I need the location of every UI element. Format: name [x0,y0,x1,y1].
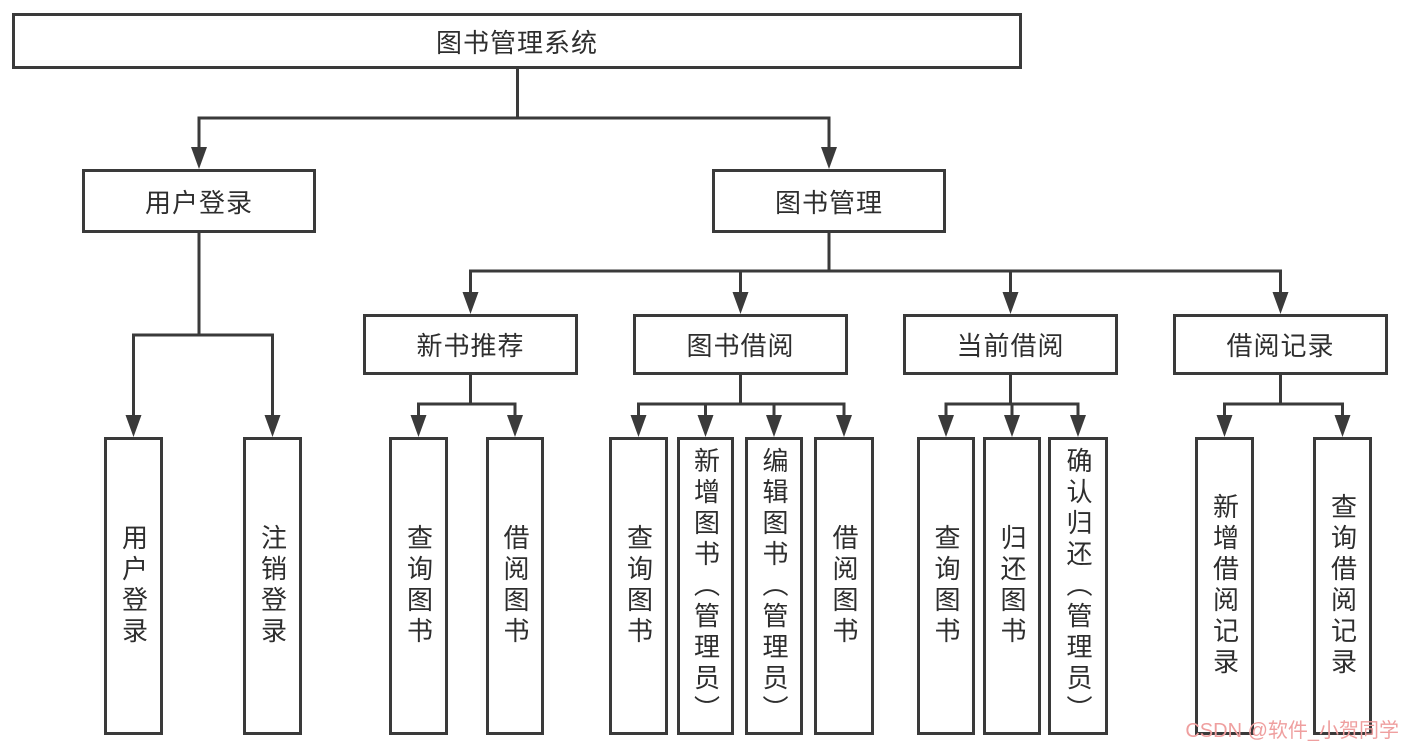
node-new-book-recommend: 新书推荐 [363,314,578,375]
leaf-borrow-books: 借阅图书 [814,437,874,735]
node-label: 确认归还（管理员） [1063,446,1093,726]
watermark: CSDN @软件_小贺同学 [1185,720,1399,742]
leaf-query-books-recommend: 查询图书 [389,437,448,735]
leaf-confirm-return-admin: 确认归还（管理员） [1048,437,1108,735]
node-label: 图书借阅 [686,331,795,361]
node-label: 查询借阅记录 [1327,493,1358,679]
node-root: 图书管理系统 [12,13,1022,69]
leaf-query-books-current: 查询图书 [917,437,975,735]
node-label: 归还图书 [997,524,1027,648]
leaf-logout: 注销登录 [243,437,302,735]
node-label: 编辑图书（管理员） [759,446,789,726]
leaf-add-book-admin: 新增图书（管理员） [677,437,734,735]
node-label: 借阅图书 [500,524,530,648]
leaf-edit-book-admin: 编辑图书（管理员） [745,437,803,735]
leaf-return-book: 归还图书 [983,437,1041,735]
leaf-user-login: 用户登录 [104,437,163,735]
node-label: 新增图书（管理员） [690,446,721,726]
node-label: 注销登录 [257,524,288,648]
node-label: 当前借阅 [956,331,1065,361]
node-label: 新书推荐 [416,331,525,361]
leaf-borrow-books-recommend: 借阅图书 [486,437,544,735]
node-current-borrow: 当前借阅 [903,314,1118,375]
node-label: 借阅图书 [829,524,859,648]
node-label: 图书管理系统 [435,27,598,58]
node-label: 新增借阅记录 [1209,493,1240,679]
node-label: 图书管理 [774,187,883,218]
leaf-query-books-borrow: 查询图书 [609,437,668,735]
node-borrow-records: 借阅记录 [1173,314,1388,375]
node-label: 查询图书 [403,524,434,648]
node-book-management: 图书管理 [712,169,946,233]
leaf-query-borrow-record: 查询借阅记录 [1313,437,1372,735]
node-label: 用户登录 [144,187,253,218]
leaf-add-borrow-record: 新增借阅记录 [1195,437,1254,735]
node-user-login: 用户登录 [82,169,316,233]
node-label: 用户登录 [118,524,149,648]
node-label: 查询图书 [931,524,961,648]
node-label: 查询图书 [623,524,654,648]
node-book-borrow: 图书借阅 [633,314,848,375]
node-label: 借阅记录 [1226,331,1335,361]
